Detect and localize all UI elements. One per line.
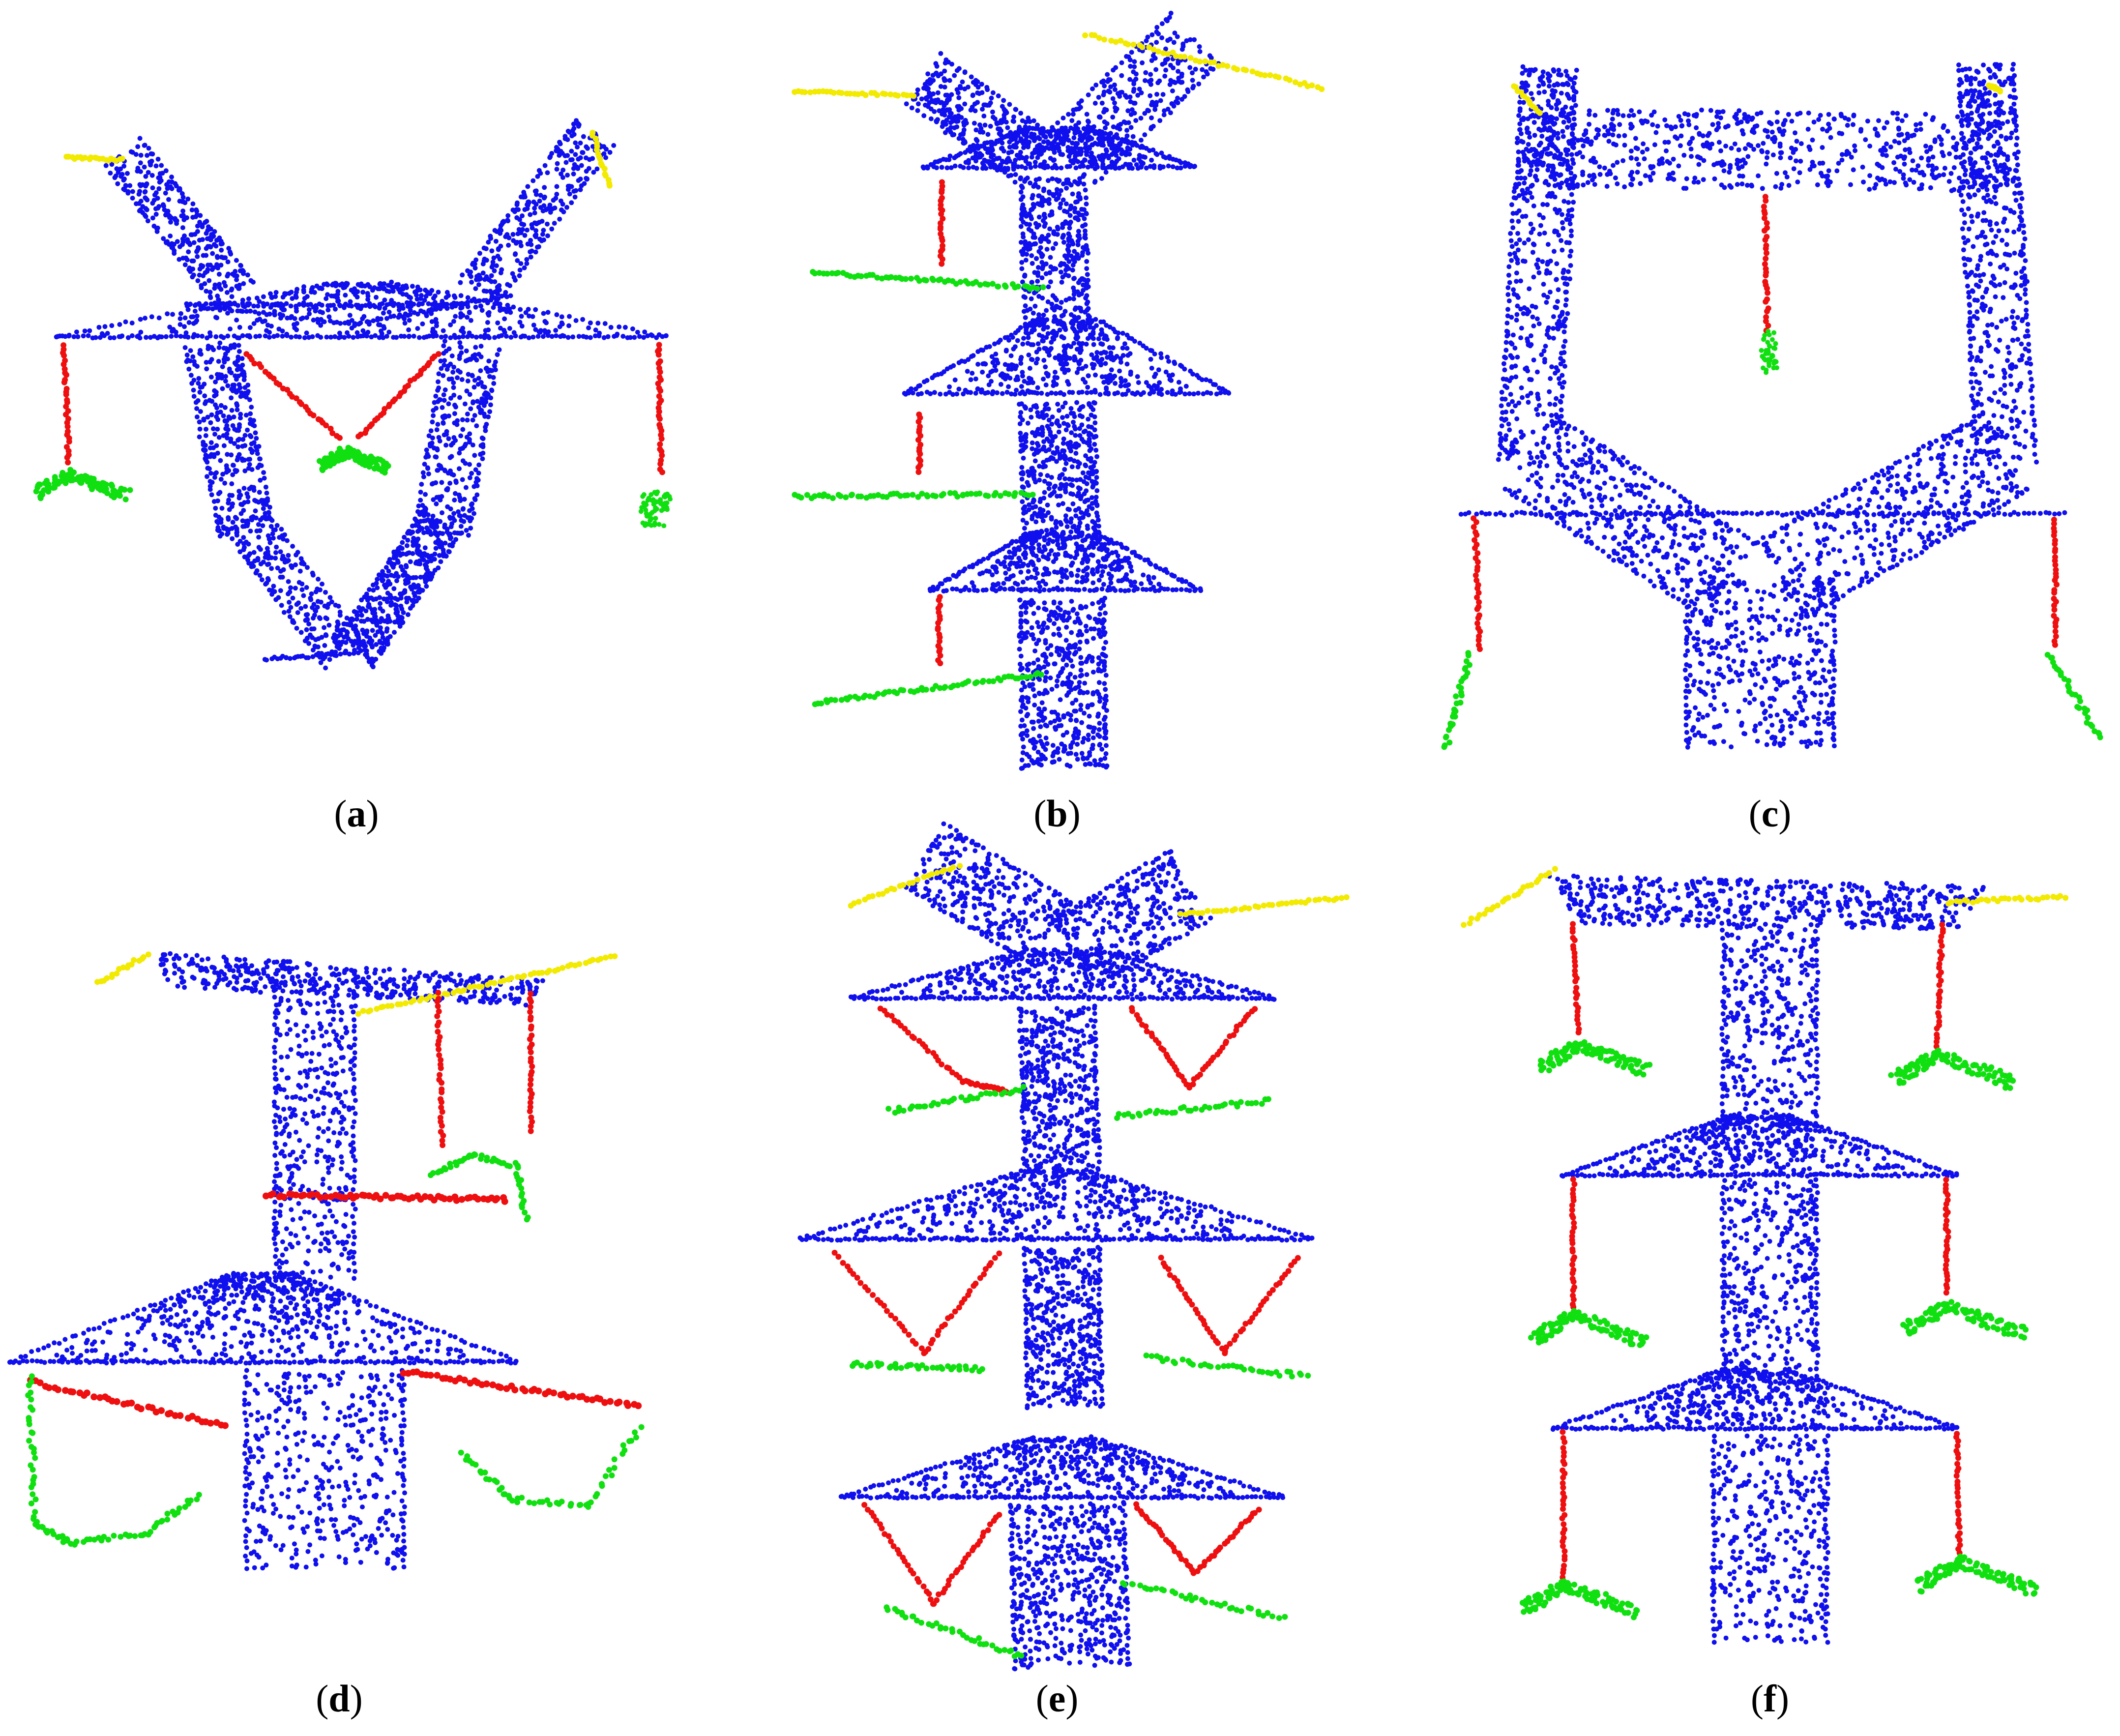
panel-b	[792, 10, 1325, 771]
panel-label-c: (c)	[1672, 792, 1868, 836]
panel-f	[1461, 866, 2069, 1645]
panel-label-a: (a)	[258, 792, 455, 836]
panel-label-f: (f)	[1672, 1677, 1868, 1721]
panel-a	[33, 118, 673, 671]
panel-label-d: (d)	[241, 1677, 438, 1721]
panel-c	[1441, 61, 2103, 750]
panel-label-b: (b)	[959, 792, 1155, 836]
panel-e	[797, 821, 1350, 1672]
panel-d	[7, 951, 645, 1571]
panel-label-e: (e)	[959, 1677, 1155, 1721]
